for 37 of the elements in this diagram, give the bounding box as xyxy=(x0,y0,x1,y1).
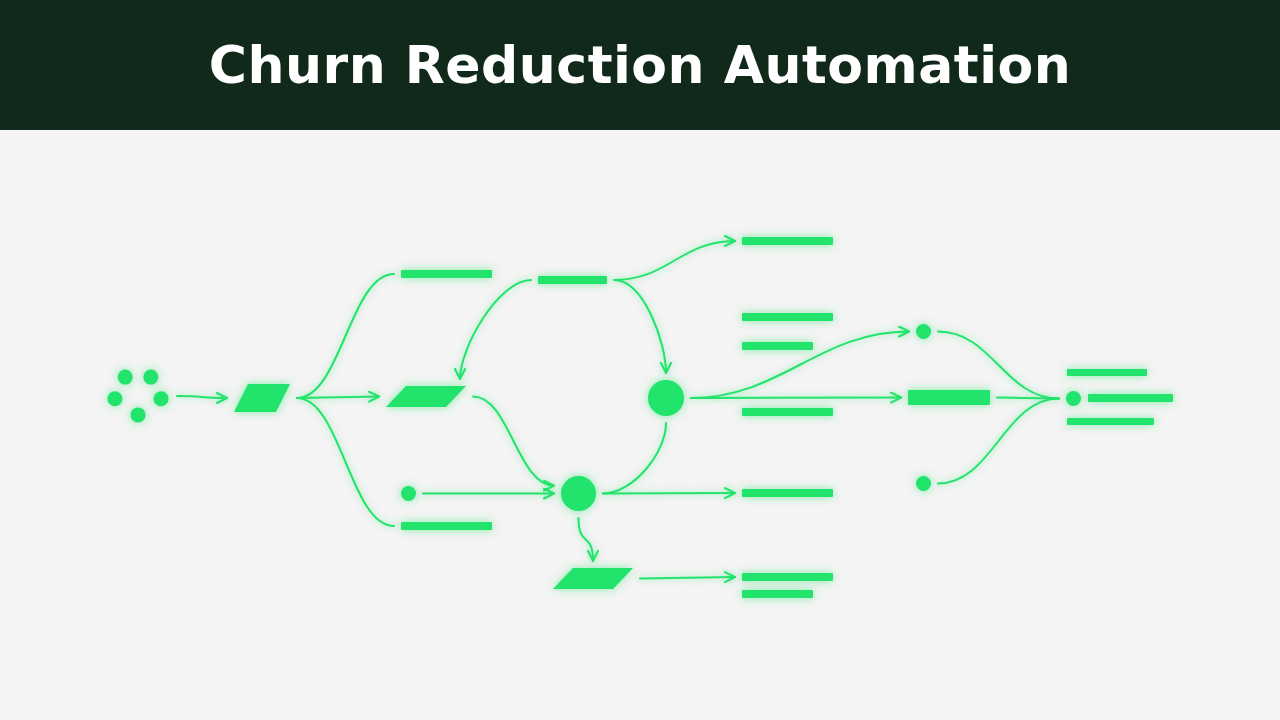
diagram-title: Churn Reduction Automation xyxy=(208,35,1072,95)
bar-node xyxy=(1088,394,1173,402)
arrow xyxy=(602,487,736,500)
bar-node xyxy=(742,590,813,598)
arrow xyxy=(690,391,902,404)
dot-node xyxy=(916,324,931,339)
dot-cluster xyxy=(106,369,170,423)
parallelogram-node xyxy=(553,568,633,589)
arrow xyxy=(639,571,736,584)
arrow xyxy=(176,391,228,404)
bar-node xyxy=(401,270,492,278)
bar-node xyxy=(1067,418,1154,425)
bar-node xyxy=(538,276,607,284)
bar-node xyxy=(742,237,833,245)
bar-node xyxy=(908,390,990,405)
dot-node xyxy=(561,476,596,511)
bar-node xyxy=(742,489,833,497)
bar-node xyxy=(401,522,492,530)
arrow xyxy=(472,395,555,490)
arrow xyxy=(422,487,555,500)
dot-node xyxy=(648,380,684,416)
arrow xyxy=(613,279,672,374)
bar-node xyxy=(742,313,833,321)
dot-node xyxy=(1066,391,1081,406)
bar-node xyxy=(742,408,833,416)
connector-line xyxy=(937,397,1060,485)
connector-line xyxy=(996,396,1060,400)
bar-node xyxy=(742,342,813,350)
arrow xyxy=(454,279,532,380)
bar-node xyxy=(742,573,833,581)
dot-node xyxy=(401,486,416,501)
dot-node xyxy=(916,476,931,491)
parallelogram-node xyxy=(386,386,466,407)
parallelogram-node xyxy=(234,384,290,412)
connector-line xyxy=(296,397,395,527)
arrow xyxy=(577,517,599,562)
bar-node xyxy=(1067,369,1147,376)
